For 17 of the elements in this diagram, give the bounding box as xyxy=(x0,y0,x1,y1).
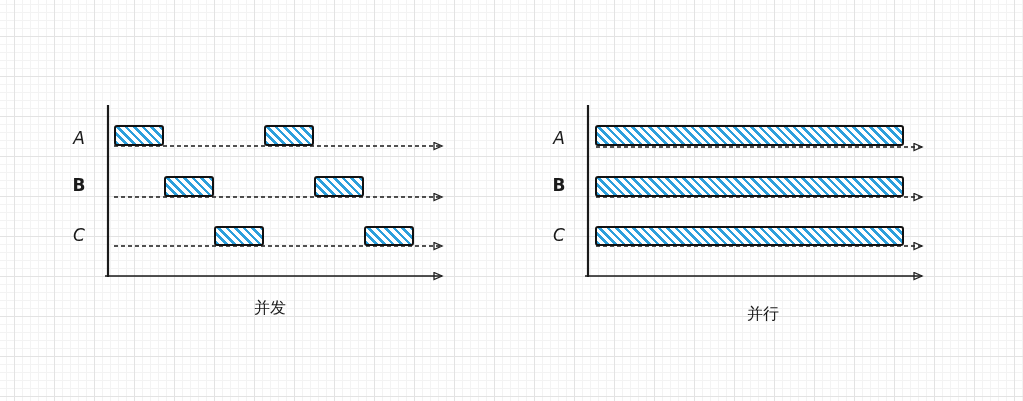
task-bar xyxy=(364,226,414,246)
row-label: B xyxy=(552,176,566,194)
row-label: C xyxy=(553,226,565,244)
panel-caption: 并行 xyxy=(747,306,779,322)
row-label: A xyxy=(553,129,565,147)
task-bar xyxy=(114,125,164,146)
task-bar xyxy=(264,125,314,146)
task-bar xyxy=(595,226,904,246)
panel-caption: 并发 xyxy=(254,300,286,316)
task-bar xyxy=(314,176,364,197)
task-bar xyxy=(595,125,904,146)
task-bar xyxy=(595,176,904,197)
task-bar xyxy=(164,176,214,197)
row-label: B xyxy=(72,176,86,194)
row-label: C xyxy=(73,226,85,244)
task-bar xyxy=(214,226,264,246)
row-label: A xyxy=(73,129,85,147)
